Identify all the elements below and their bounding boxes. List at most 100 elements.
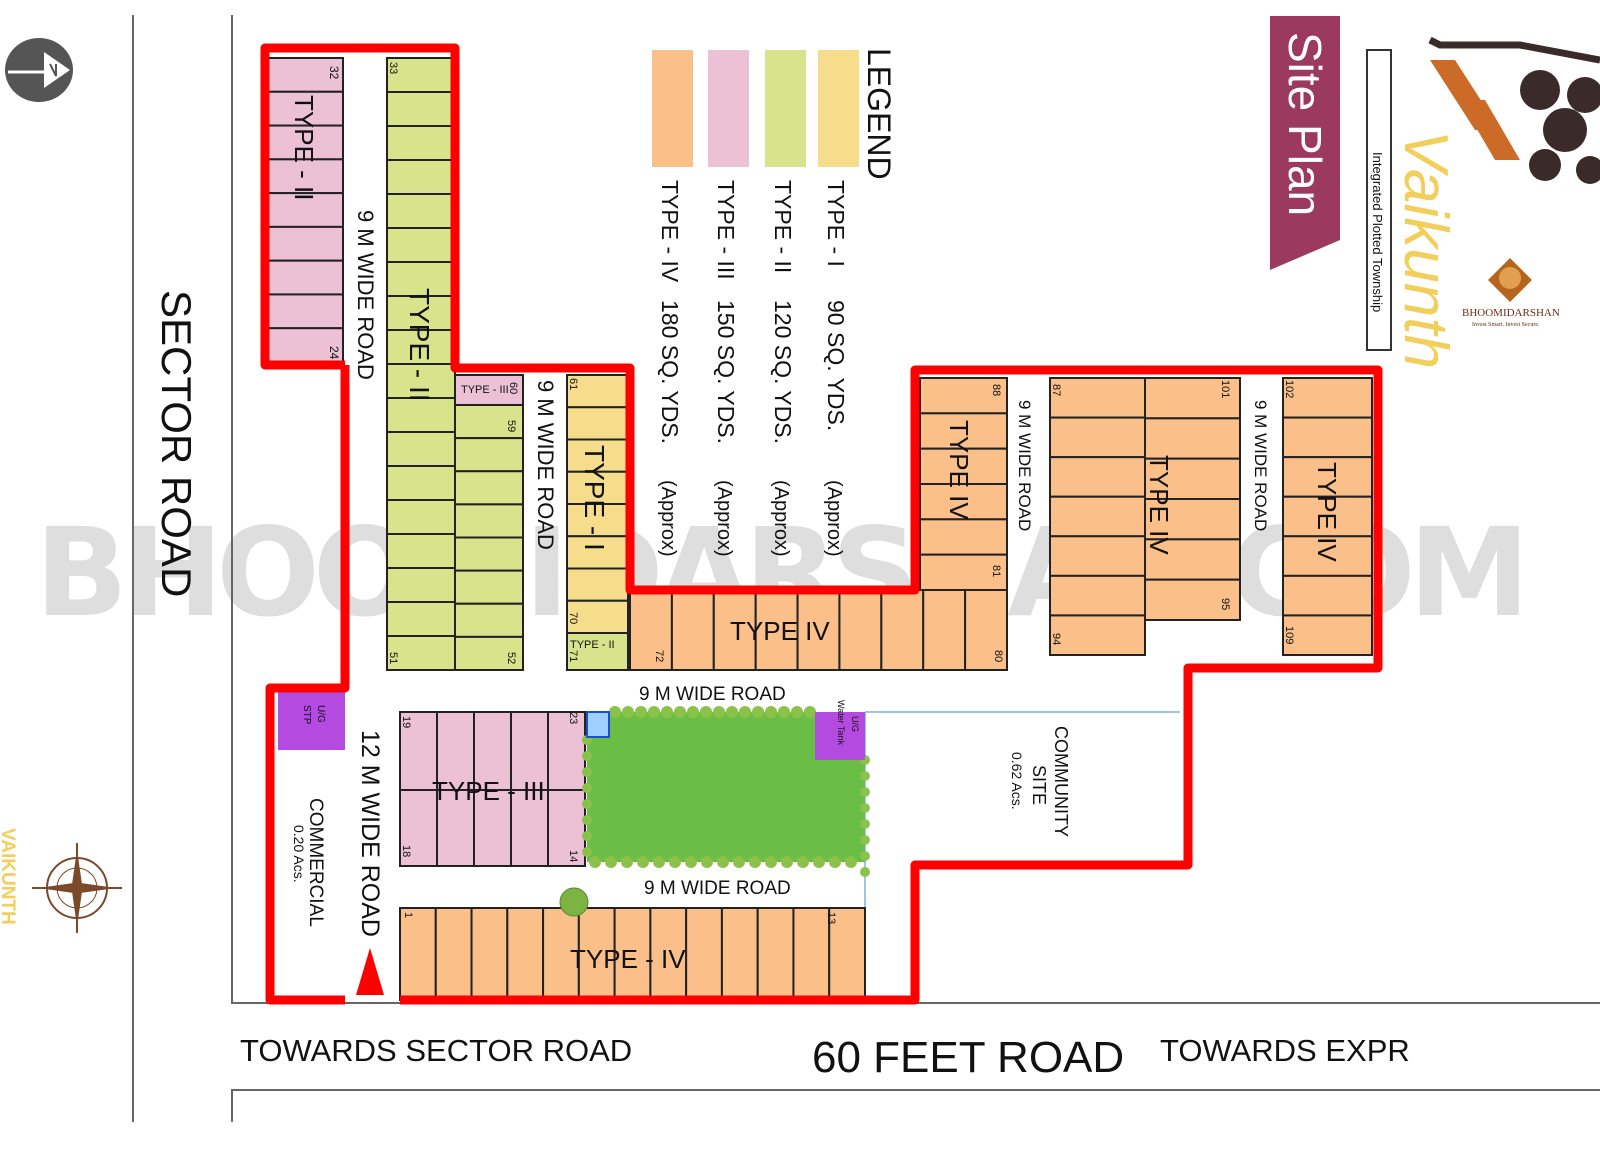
block-c-plot[interactable] — [566, 567, 629, 602]
block-i-plot[interactable] — [434, 907, 473, 1001]
block-d-plot[interactable] — [796, 589, 841, 671]
block-g-plot[interactable] — [1282, 495, 1373, 538]
block-g-plot[interactable] — [1282, 574, 1373, 617]
block-f-plot[interactable] — [1049, 495, 1146, 538]
block-c-plot[interactable] — [566, 535, 629, 570]
block-i-plot[interactable] — [685, 907, 723, 1001]
block-h2-plot[interactable] — [399, 789, 438, 867]
block-c-small-plot[interactable] — [566, 632, 629, 671]
block-a-plot[interactable] — [267, 259, 344, 296]
block-h-plot[interactable] — [473, 711, 512, 791]
block-h2-plot[interactable] — [510, 789, 549, 867]
block-a-plot[interactable] — [267, 124, 344, 161]
block-b2-plot[interactable] — [454, 437, 524, 473]
block-i-plot[interactable] — [506, 907, 545, 1001]
block-b2-plot[interactable] — [454, 470, 524, 506]
tree-icon — [582, 799, 592, 809]
block-h2-plot[interactable] — [547, 789, 586, 867]
block-c-plot[interactable] — [566, 503, 629, 538]
compass-rose-icon — [32, 843, 122, 933]
block-h-plot[interactable] — [510, 711, 549, 791]
legend-swatch — [708, 50, 749, 167]
block-type-label: TYPE - II — [289, 95, 319, 200]
block-b-plot[interactable] — [386, 567, 456, 603]
block-b-plot[interactable] — [386, 397, 456, 433]
block-g-plot[interactable] — [1282, 416, 1373, 459]
tree-icon — [701, 856, 713, 868]
block-b-plot[interactable] — [386, 499, 456, 535]
block-h2-plot[interactable] — [473, 789, 512, 867]
plot-number: 109 — [1283, 626, 1295, 644]
block-c-plot[interactable] — [566, 438, 629, 473]
block-b-plot[interactable] — [386, 159, 456, 195]
block-e-plot[interactable] — [919, 553, 1008, 592]
block-i-plot[interactable] — [720, 907, 759, 1001]
block-f2-plot[interactable] — [1144, 498, 1241, 541]
block-g-plot[interactable] — [1282, 377, 1373, 419]
block-b2-plot[interactable] — [454, 503, 524, 539]
tree-icon — [804, 706, 816, 718]
block-f-plot[interactable] — [1049, 377, 1146, 419]
block-f-plot[interactable] — [1049, 574, 1146, 617]
water-tank-label: Water Tank — [836, 700, 846, 746]
block-a-plot[interactable] — [267, 327, 344, 364]
block-d-plot[interactable] — [922, 589, 967, 671]
block-f2-plot[interactable] — [1144, 417, 1241, 460]
block-d-plot[interactable] — [712, 589, 757, 671]
block-i-plot[interactable] — [792, 907, 831, 1001]
block-g-plot[interactable] — [1282, 535, 1373, 577]
block-f2-plot[interactable] — [1144, 377, 1241, 420]
block-g-plot[interactable] — [1282, 614, 1373, 657]
block-i-plot[interactable] — [399, 907, 437, 1001]
block-f2-plot[interactable] — [1144, 578, 1241, 622]
block-i-plot[interactable] — [470, 907, 509, 1001]
block-b-plot[interactable] — [386, 465, 456, 501]
tree-icon — [860, 851, 870, 861]
block-type-label: TYPE IV — [944, 420, 974, 520]
block-i-plot[interactable] — [649, 907, 688, 1001]
block-a-plot[interactable] — [267, 225, 344, 262]
block-e-plot[interactable] — [919, 518, 1008, 556]
block-c-plot[interactable] — [566, 470, 629, 505]
block-d-plot[interactable] — [838, 589, 883, 671]
block-i-plot[interactable] — [756, 907, 795, 1001]
block-h2-plot[interactable] — [436, 789, 475, 867]
block-d-plot[interactable] — [629, 589, 673, 671]
block-b2-plot[interactable] — [454, 635, 524, 671]
block-e-plot[interactable] — [919, 412, 1008, 450]
block-f-plot[interactable] — [1049, 456, 1146, 498]
block-b-plot[interactable] — [386, 533, 456, 569]
block-b-small-plot[interactable] — [454, 374, 524, 406]
block-f-plot[interactable] — [1049, 614, 1146, 657]
block-i-plot[interactable] — [828, 907, 867, 1001]
block-d-plot[interactable] — [880, 589, 925, 671]
block-b-plot[interactable] — [386, 193, 456, 229]
block-d-plot[interactable] — [964, 589, 1008, 671]
block-a-plot[interactable] — [267, 293, 344, 330]
block-f-plot[interactable] — [1049, 535, 1146, 577]
block-b-plot[interactable] — [386, 57, 456, 93]
block-b-plot[interactable] — [386, 125, 456, 161]
block-b-plot[interactable] — [386, 261, 456, 297]
tagline-box — [1366, 49, 1392, 351]
tree-icon — [860, 867, 870, 877]
block-c-plot[interactable] — [566, 406, 629, 441]
block-b-plot[interactable] — [386, 601, 456, 637]
block-f2-plot[interactable] — [1144, 457, 1241, 500]
block-g-plot[interactable] — [1282, 456, 1373, 498]
block-d-plot[interactable] — [670, 589, 715, 671]
block-b-plot[interactable] — [386, 431, 456, 467]
block-b-plot[interactable] — [386, 227, 456, 263]
block-a-plot[interactable] — [267, 158, 344, 195]
block-c-plot[interactable] — [566, 599, 629, 634]
block-f2-plot[interactable] — [1144, 538, 1241, 581]
block-b2-plot[interactable] — [454, 536, 524, 572]
block-f-plot[interactable] — [1049, 416, 1146, 459]
block-b-plot[interactable] — [386, 635, 456, 671]
block-b-plot[interactable] — [386, 91, 456, 127]
block-b2-plot[interactable] — [454, 569, 524, 605]
block-b2-plot[interactable] — [454, 602, 524, 638]
block-type-label: TYPE - IV — [570, 944, 686, 974]
block-h-plot[interactable] — [547, 711, 586, 791]
